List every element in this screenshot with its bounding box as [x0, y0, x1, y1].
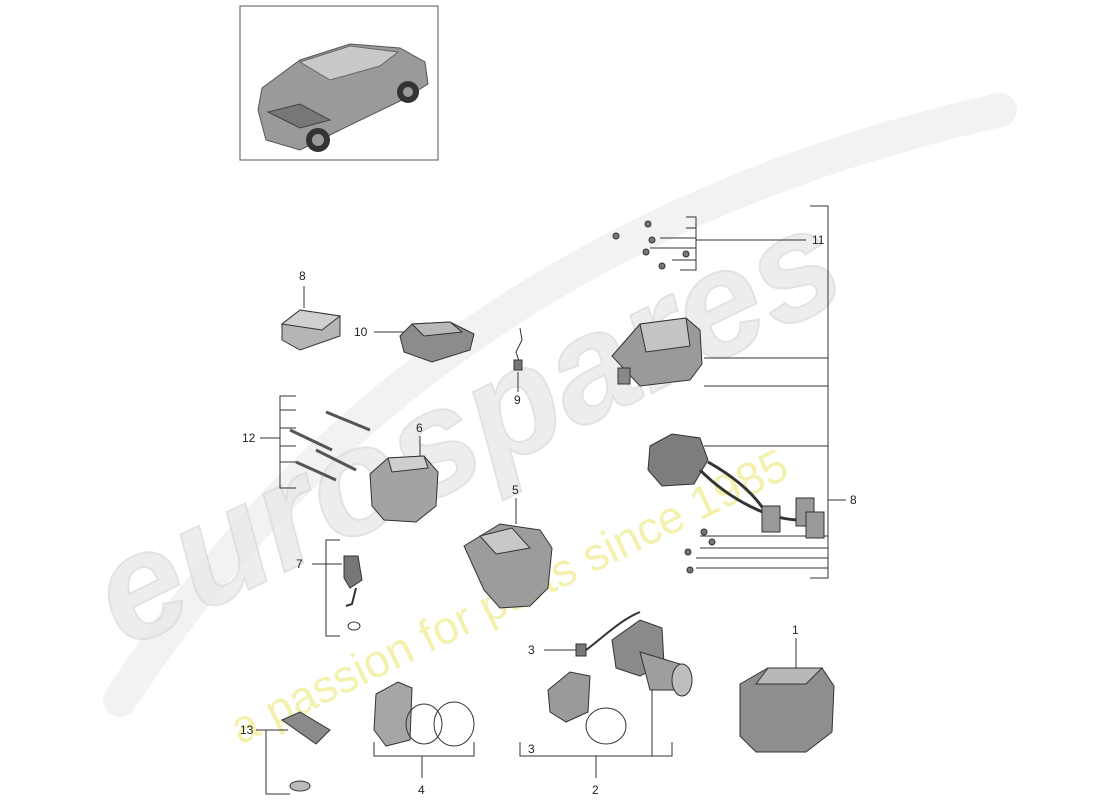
callout-3-top: 3	[528, 643, 535, 657]
part-13-key: 13	[240, 711, 331, 795]
part-11-bolts: 11	[612, 216, 825, 271]
part-12-bolts: 12	[242, 395, 371, 489]
callout-9: 9	[514, 393, 521, 407]
callout-7: 7	[296, 557, 303, 571]
part-9-sensor: 9	[513, 327, 523, 407]
part-4-gaskets: 4	[373, 681, 475, 797]
callout-6: 6	[416, 421, 423, 435]
callout-1: 1	[792, 623, 799, 637]
callout-10: 10	[354, 325, 368, 339]
part-3-sensor: 3	[528, 611, 641, 657]
watermark: eurospares a passion for parts since 198…	[64, 93, 1017, 754]
car-icon	[257, 43, 429, 152]
callout-5: 5	[512, 483, 519, 497]
callout-8-top: 8	[299, 269, 306, 283]
part-6-housing: 6	[369, 421, 439, 523]
callout-8-right: 8	[850, 493, 857, 507]
callout-12: 12	[242, 431, 256, 445]
part-7-sensor: 7	[296, 539, 363, 637]
vehicle-thumbnail	[239, 5, 439, 161]
callout-13: 13	[240, 723, 254, 737]
callout-2: 2	[592, 783, 599, 797]
callout-4: 4	[418, 783, 425, 797]
part-8-bracket-housing	[611, 317, 703, 387]
part-5-housing: 5	[463, 483, 553, 609]
part-8-control-unit: 8	[280, 269, 342, 351]
callout-11: 11	[812, 233, 825, 247]
part-2-heater: 3 2	[519, 619, 693, 797]
callout-3-bottom: 3	[528, 742, 535, 756]
part-8-cable-harness	[647, 433, 825, 574]
part-1-heater-block: 1	[739, 623, 835, 753]
part-10-cover: 10	[354, 321, 475, 363]
